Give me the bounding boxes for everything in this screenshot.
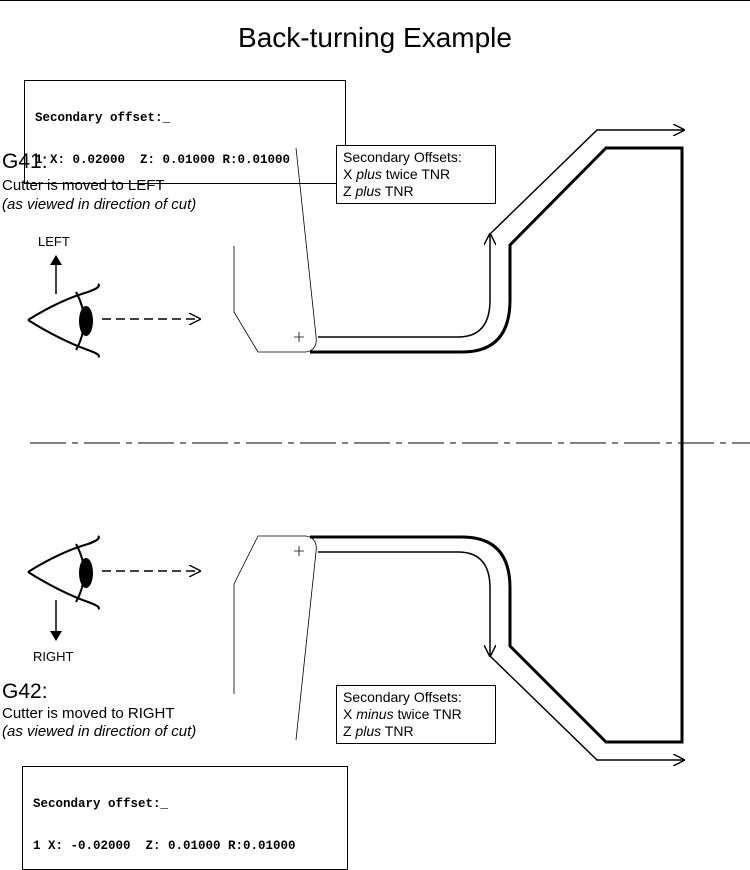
eye-icon-bottom	[27, 535, 100, 610]
toolpath-bottom-2	[489, 655, 684, 760]
backturning-diagram	[27, 0, 750, 805]
toolpath-top-1	[318, 234, 490, 338]
toolpath-bottom-1	[318, 551, 490, 656]
left-label: LEFT	[38, 234, 70, 249]
g42-offsets-z: Z plus TNR	[343, 723, 414, 739]
bottom-readout-line2: 1 X: -0.02000 Z: 0.01000 R:0.01000	[33, 839, 296, 853]
workpiece-profile-bottom	[310, 443, 684, 744]
diagram-title: Back-turning Example	[238, 22, 512, 53]
g41-code: G41:	[2, 150, 48, 173]
workpiece-profile-top	[310, 146, 684, 443]
g42-offsets-x: X minus twice TNR	[343, 706, 462, 722]
g41-note: (as viewed in direction of cut)	[2, 196, 196, 214]
top-rule	[0, 0, 750, 1]
g41-offsets-z: Z plus TNR	[343, 183, 414, 199]
g42-description: Cutter is moved to RIGHT	[2, 705, 175, 722]
g41-note-text: (as viewed in direction of cut)	[2, 196, 197, 213]
cutting-tool-top	[233, 147, 317, 353]
g41-description: Cutter is moved to LEFT	[2, 177, 165, 194]
g41-offsets-heading: Secondary Offsets:	[343, 149, 462, 165]
g42-offsets-box: Secondary Offsets: X minus twice TNR Z p…	[336, 685, 496, 744]
g42-note: (as viewed in direction of cut)	[2, 723, 196, 741]
toolpath-top-2	[489, 130, 684, 235]
top-readout-line1: Secondary offset:_	[35, 111, 171, 125]
top-offset-readout: Secondary offset:_ 1 X: 0.02000 Z: 0.010…	[24, 80, 346, 184]
top-readout-line2: 1 X: 0.02000 Z: 0.01000 R:0.01000	[35, 153, 291, 167]
g41-offsets-box: Secondary Offsets: X plus twice TNR Z pl…	[336, 145, 496, 204]
g42-note-text: (as viewed in direction of cut)	[2, 723, 197, 740]
g42-offsets-heading: Secondary Offsets:	[343, 689, 462, 705]
right-label: RIGHT	[33, 649, 74, 664]
eye-icon-top	[27, 283, 100, 358]
cutting-tool-bottom	[233, 535, 317, 741]
g42-code: G42:	[2, 680, 48, 703]
g41-offsets-x: X plus twice TNR	[343, 166, 451, 182]
